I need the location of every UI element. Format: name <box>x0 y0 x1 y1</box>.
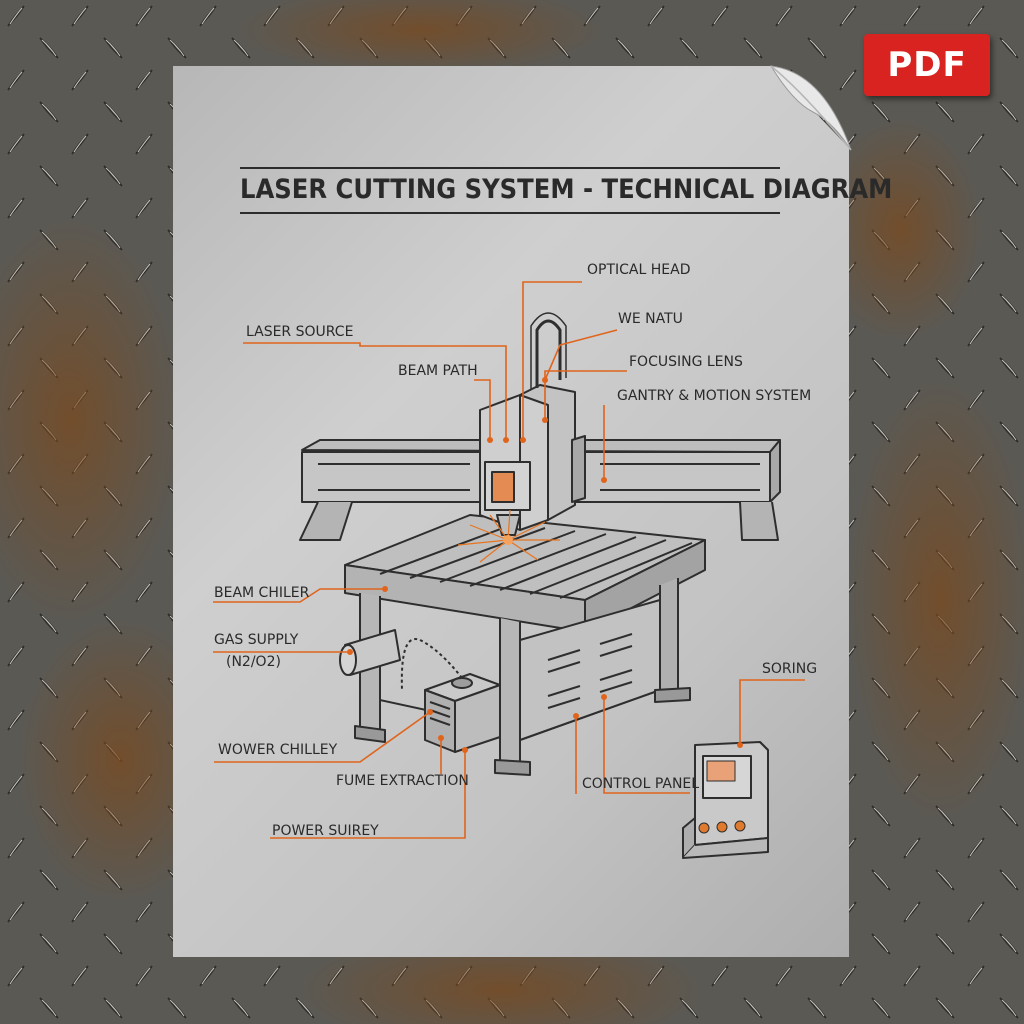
chiller-unit <box>400 638 501 753</box>
leader-lines <box>213 281 805 839</box>
label-control-panel: CONTROL PANEL <box>582 776 700 792</box>
label-optical-head: OPTICAL HEAD <box>587 262 691 278</box>
label-gas-supply: GAS SUPPLY <box>214 632 299 648</box>
label-gantry: GANTRY & MOTION SYSTEM <box>617 388 812 404</box>
label-gas-supply-sub: (N2/O2) <box>226 654 281 670</box>
leader-dots <box>347 377 743 753</box>
control-panel-console <box>682 741 769 859</box>
page-curl-icon <box>770 65 852 151</box>
label-soring: SORING <box>762 661 818 677</box>
label-power-suirey: POWER SUIREY <box>272 823 379 839</box>
label-beam-chiler: BEAM CHILER <box>214 585 310 601</box>
label-wower-chilley: WOWER CHILLEY <box>218 742 338 758</box>
label-laser-source: LASER SOURCE <box>246 324 354 340</box>
title-rule-top <box>240 167 780 169</box>
label-beam-path: BEAM PATH <box>398 363 478 379</box>
optical-head <box>479 312 586 536</box>
control-panel-buttons <box>698 820 746 834</box>
laser-sparks <box>457 509 560 563</box>
label-fume-extraction: FUME EXTRACTION <box>336 773 469 789</box>
cutting-table <box>344 514 706 633</box>
label-we-natu: WE NATU <box>618 311 683 327</box>
title-rule-bottom <box>240 212 780 214</box>
pdf-badge[interactable]: PDF <box>864 34 990 96</box>
label-focusing-lens: FOCUSING LENS <box>629 354 743 370</box>
